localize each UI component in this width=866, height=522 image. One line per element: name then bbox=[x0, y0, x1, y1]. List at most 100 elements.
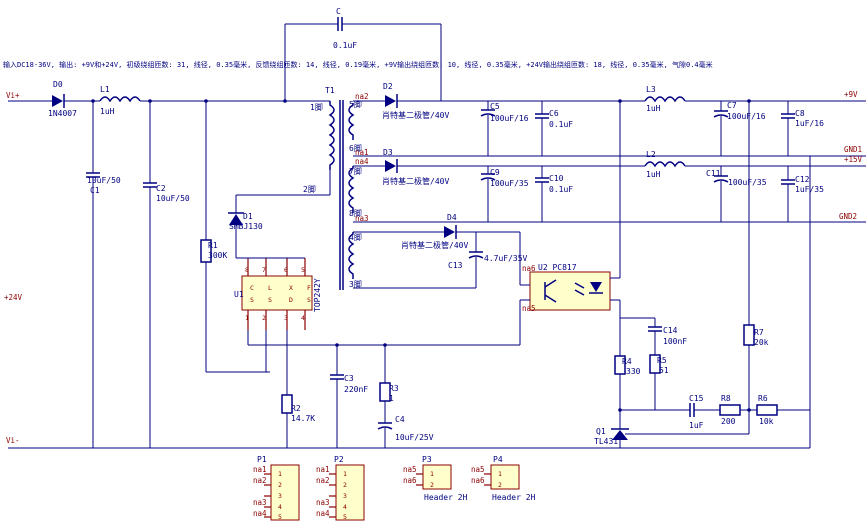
p1-pin-3: 3 bbox=[278, 492, 282, 500]
p2-pin-4: 4 bbox=[343, 503, 347, 511]
p2-net-2: na2 bbox=[316, 476, 330, 485]
u1-pin-3: 3 bbox=[284, 314, 288, 322]
p3-ref: P3 bbox=[422, 455, 432, 464]
c9-value: 100uF/35 bbox=[490, 179, 529, 188]
net-plus9: +9V bbox=[844, 90, 858, 99]
r6-value: 10k bbox=[759, 417, 774, 426]
c4-ref: C4 bbox=[395, 415, 405, 424]
d0-ref: D0 bbox=[53, 80, 63, 89]
p4-ref: P4 bbox=[493, 455, 503, 464]
t1-pin1: 1脚 bbox=[310, 102, 323, 112]
c2-ref: C2 bbox=[156, 184, 166, 193]
p1-ref: P1 bbox=[257, 455, 267, 464]
l2-ref: L2 bbox=[646, 150, 656, 159]
u1-label-x: X bbox=[289, 284, 293, 292]
p2-net-4: na3 bbox=[316, 498, 330, 507]
u2-ref: U2 PC817 bbox=[538, 263, 577, 272]
header-p3: P3 1 2 na5 na6 Header 2H bbox=[403, 455, 468, 502]
u1-pin-7: 7 bbox=[262, 266, 266, 274]
u1-pin-6: 6 bbox=[284, 266, 288, 274]
t1-pin8: 8脚 bbox=[349, 208, 362, 218]
c-ref: C bbox=[336, 7, 341, 16]
d1-value: SMBJ130 bbox=[229, 222, 263, 231]
d4-value: 肖特基二极管/40V bbox=[401, 240, 468, 250]
u1-label-s2: S bbox=[268, 296, 272, 304]
u1-chip bbox=[241, 275, 313, 311]
net-na4: na4 bbox=[355, 157, 369, 166]
l1-ref: L1 bbox=[100, 85, 110, 94]
r2-value: 14.7K bbox=[291, 414, 315, 423]
c6-value: 0.1uF bbox=[549, 120, 573, 129]
net-plus15: +15V bbox=[844, 155, 863, 164]
r7-value: 20k bbox=[754, 338, 769, 347]
u1-label-d: D bbox=[289, 296, 293, 304]
p4-net-2: na6 bbox=[471, 476, 485, 485]
header-p2: P2 1 2 3 4 5 na1 na2 na3 na4 bbox=[316, 455, 365, 521]
diode-d0 bbox=[52, 94, 65, 108]
p1-pin-1: 1 bbox=[278, 470, 282, 478]
t1-pin4: 4脚 bbox=[349, 232, 362, 242]
net-na1: na1 bbox=[355, 148, 369, 157]
c13-ref: C13 bbox=[448, 261, 463, 270]
c10-ref: C10 bbox=[549, 174, 564, 183]
r3-ref: R3 bbox=[389, 384, 399, 393]
p2-pin-2: 2 bbox=[343, 481, 347, 489]
p1-net-2: na2 bbox=[253, 476, 267, 485]
c1-ref: C1 bbox=[90, 186, 100, 195]
p1-pin-2: 2 bbox=[278, 481, 282, 489]
c6-ref: C6 bbox=[549, 109, 559, 118]
u1-label-c: C bbox=[250, 284, 254, 292]
c7-ref: C7 bbox=[727, 101, 737, 110]
p2-pin-1: 1 bbox=[343, 470, 347, 478]
c7-value: 100uF/16 bbox=[727, 112, 766, 121]
c15-ref: C15 bbox=[689, 394, 704, 403]
u1-ref: U1 bbox=[234, 290, 244, 299]
t1-ref: T1 bbox=[325, 86, 335, 95]
d4-ref: D4 bbox=[447, 213, 457, 222]
r1-ref: R1 bbox=[208, 241, 218, 250]
u1-value: TOP242Y bbox=[313, 278, 322, 312]
q1-value: TL431 bbox=[594, 437, 618, 446]
r8-ref: R8 bbox=[721, 394, 731, 403]
c11-value: 100uF/35 bbox=[728, 178, 767, 187]
p3-net-1: na5 bbox=[403, 465, 417, 474]
p2-net-5: na4 bbox=[316, 509, 330, 518]
l3-value: 1uH bbox=[646, 104, 661, 113]
p2-pin-5: 5 bbox=[343, 513, 347, 521]
r4-ref: R4 bbox=[622, 357, 632, 366]
net-vin-minus: Vi- bbox=[6, 436, 20, 445]
u1-label-s3: S bbox=[307, 296, 311, 304]
c2-value: 10uF/50 bbox=[156, 194, 190, 203]
r5-value: 51 bbox=[659, 366, 669, 375]
c15-value: 1uF bbox=[689, 421, 704, 430]
d0-value: 1N4007 bbox=[48, 109, 77, 118]
net-na2: na2 bbox=[355, 92, 369, 101]
inductor-l1 bbox=[99, 96, 141, 103]
r6-ref: R6 bbox=[758, 394, 768, 403]
p4-label: Header 2H bbox=[492, 493, 536, 502]
u1-pin-8: 8 bbox=[245, 266, 249, 274]
u1-pin-4: 4 bbox=[301, 314, 305, 322]
q1-ref: Q1 bbox=[596, 427, 606, 436]
l1-value: 1uH bbox=[100, 107, 115, 116]
p3-pin-1: 1 bbox=[430, 470, 434, 478]
r8-value: 200 bbox=[721, 417, 736, 426]
net-gnd2: GND2 bbox=[839, 212, 857, 221]
u1-pin-5: 5 bbox=[301, 266, 305, 274]
net-gnd1: GND1 bbox=[844, 145, 862, 154]
c4-value: 10uF/25V bbox=[395, 433, 434, 442]
inductor-l3 bbox=[644, 96, 686, 103]
header-p4: P4 1 2 na5 na6 Header 2H bbox=[471, 455, 536, 502]
u1-label-l: L bbox=[268, 284, 272, 292]
d1-ref: D1 bbox=[243, 212, 253, 221]
c1-value: 10uF/50 bbox=[87, 176, 121, 185]
l2-value: 1uH bbox=[646, 170, 661, 179]
p1-pin-4: 4 bbox=[278, 503, 282, 511]
net-na5-u2: na5 bbox=[522, 304, 536, 313]
p4-net-1: na5 bbox=[471, 465, 485, 474]
r2-ref: R2 bbox=[291, 404, 301, 413]
p1-net-1: na1 bbox=[253, 465, 267, 474]
d2-ref: D2 bbox=[383, 82, 393, 91]
net-na3: na3 bbox=[355, 214, 369, 223]
c8-value: 1uF/16 bbox=[795, 119, 824, 128]
